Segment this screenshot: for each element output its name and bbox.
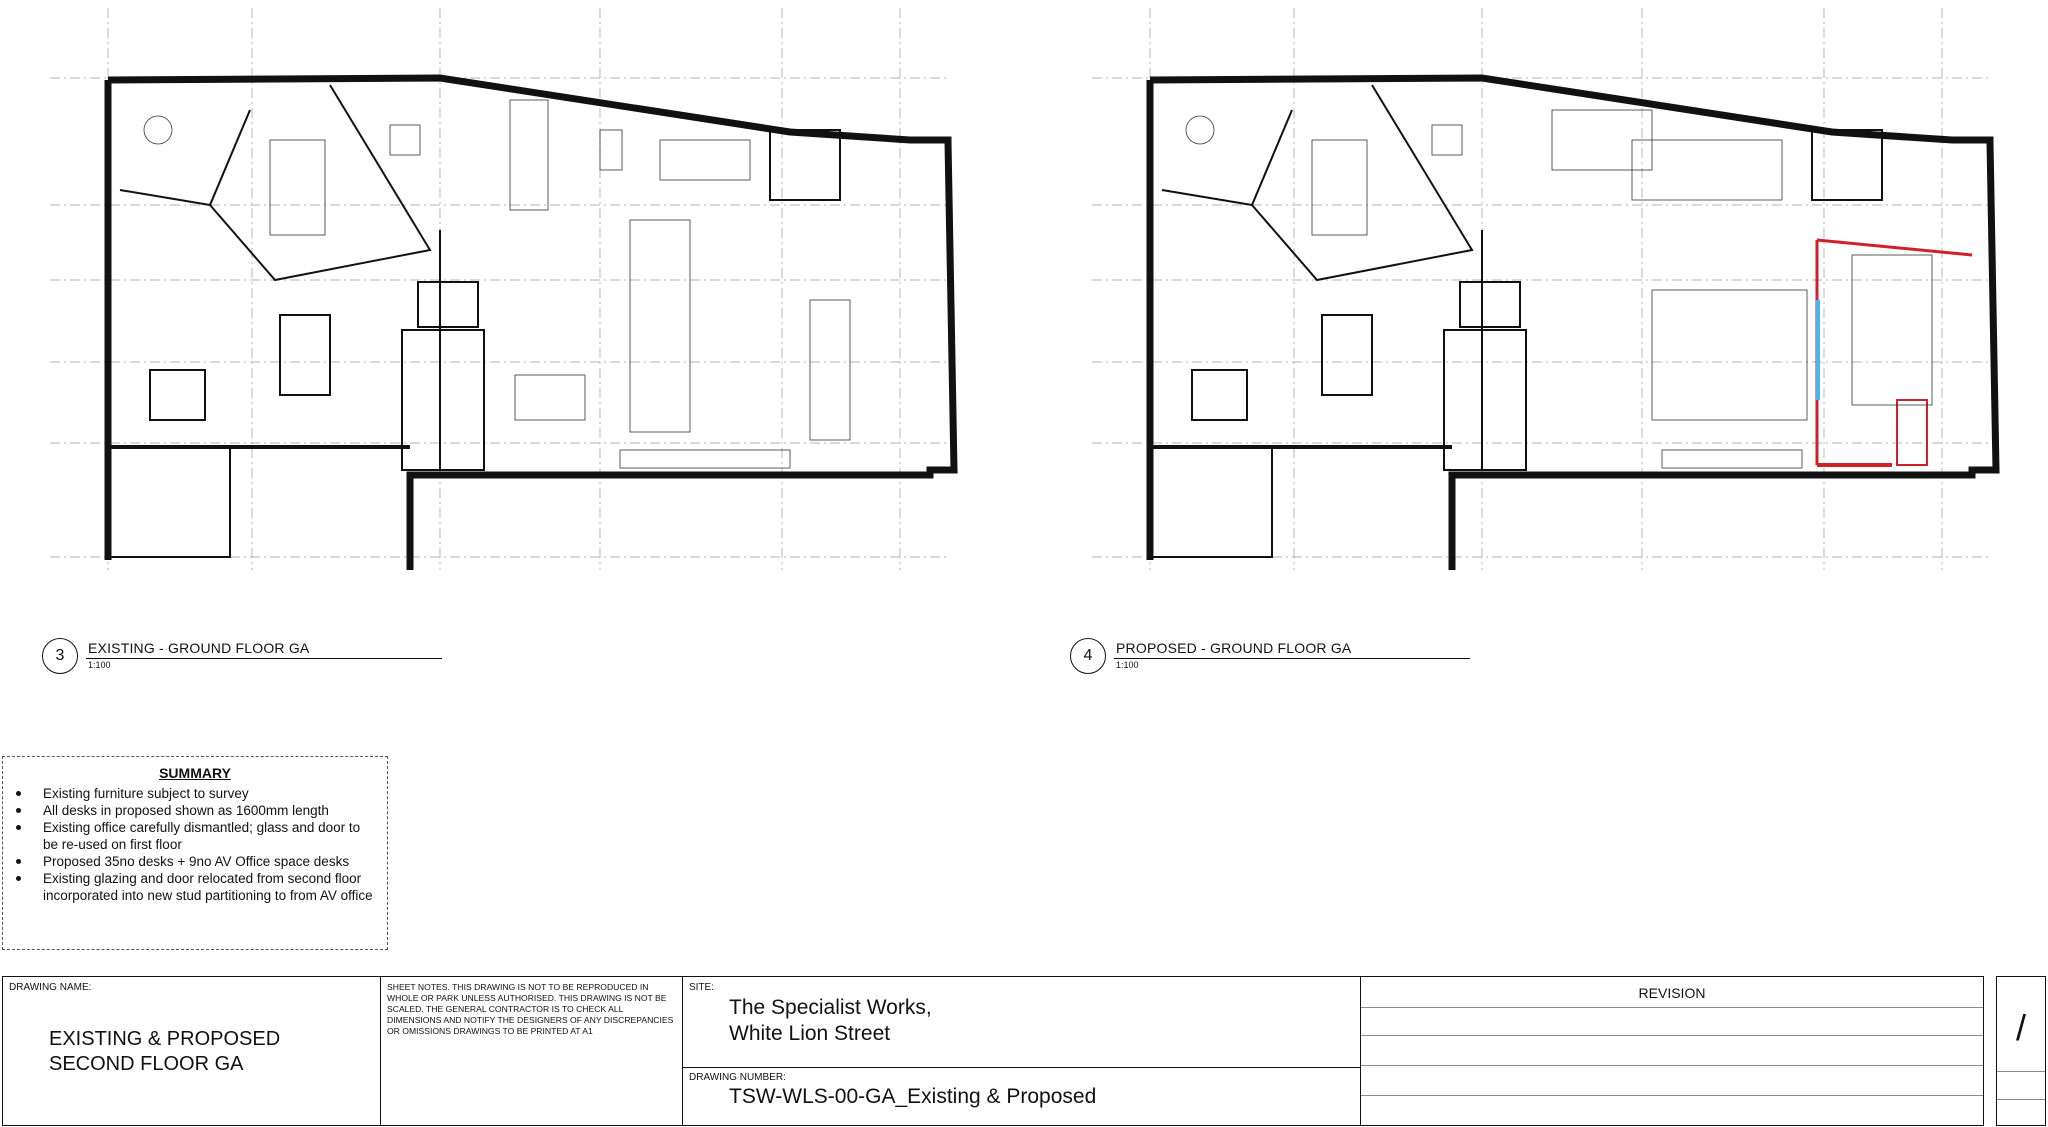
view-label-proposed: 4 PROPOSED - GROUND FLOOR GA 1:100 <box>1070 636 1510 676</box>
summary-item: All desks in proposed shown as 1600mm le… <box>16 802 377 819</box>
site-label: SITE: <box>689 982 715 993</box>
view-scale: 1:100 <box>88 660 111 670</box>
view-title-rule <box>86 658 442 659</box>
view-number: 3 <box>42 638 78 674</box>
view-number: 4 <box>1070 638 1106 674</box>
proposed-new-partitions <box>1815 238 1973 467</box>
internal-walls <box>1151 84 1883 558</box>
sheet-mark: / <box>2015 1007 2026 1048</box>
revision-row-line <box>1361 1035 1983 1036</box>
furniture <box>1185 109 1933 469</box>
view-title: PROPOSED - GROUND FLOOR GA <box>1116 640 1352 656</box>
site-name: The Specialist Works, White Lion Street <box>729 995 932 1047</box>
drawing-name-line2: SECOND FLOOR GA <box>49 1053 244 1075</box>
existing-plan-drawing <box>50 8 958 570</box>
proposed-plan-drawing <box>1092 8 2000 570</box>
internal-walls <box>109 84 841 558</box>
revision-row-line <box>1361 1095 1983 1096</box>
drawing-number-divider <box>683 1067 1360 1068</box>
summary-box: SUMMARY Existing furniture subject to su… <box>2 756 388 950</box>
view-title-rule <box>1114 658 1470 659</box>
external-walls <box>1146 74 2000 570</box>
site-cell: SITE: The Specialist Works, White Lion S… <box>683 977 1361 1125</box>
sheet-row-line <box>1997 1071 2045 1072</box>
view-title: EXISTING - GROUND FLOOR GA <box>88 640 310 656</box>
drawing-number: TSW-WLS-00-GA_Existing & Proposed <box>729 1085 1097 1108</box>
sheet-notes: SHEET NOTES. THIS DRAWING IS NOT TO BE R… <box>387 982 674 1036</box>
site-line2: White Lion Street <box>729 1022 891 1045</box>
revision-cell: REVISION <box>1361 977 1983 1125</box>
drawing-name-label: DRAWING NAME: <box>9 982 92 993</box>
summary-item: Existing furniture subject to survey <box>16 785 377 802</box>
revision-label: REVISION <box>1638 985 1706 1001</box>
proposed-floor-plan <box>1072 0 2012 590</box>
view-scale: 1:100 <box>1116 660 1139 670</box>
revision-row-line <box>1361 1065 1983 1066</box>
drawing-number-label: DRAWING NUMBER: <box>689 1072 786 1083</box>
drawing-name-line1: EXISTING & PROPOSED <box>49 1028 281 1050</box>
grid-lines <box>50 8 950 570</box>
grid-lines <box>1092 8 1992 570</box>
view-label-existing: 3 EXISTING - GROUND FLOOR GA 1:100 <box>42 636 482 676</box>
summary-item: Existing glazing and door relocated from… <box>16 870 377 904</box>
summary-list: Existing furniture subject to survey All… <box>13 785 377 904</box>
sheet-row-line <box>1997 1099 2045 1100</box>
sheet-notes-cell: SHEET NOTES. THIS DRAWING IS NOT TO BE R… <box>381 977 683 1125</box>
site-line1: The Specialist Works, <box>729 996 932 1019</box>
revision-row-line <box>1361 1007 1983 1008</box>
drawing-name: EXISTING & PROPOSED SECOND FLOOR GA <box>49 1027 280 1077</box>
summary-item: Existing office carefully dismantled; gl… <box>16 819 377 853</box>
drawing-name-cell: DRAWING NAME: EXISTING & PROPOSED SECOND… <box>3 977 381 1125</box>
summary-item: Proposed 35no desks + 9no AV Office spac… <box>16 853 377 870</box>
existing-floor-plan <box>30 0 970 590</box>
summary-heading: SUMMARY <box>159 765 231 781</box>
title-block: DRAWING NAME: EXISTING & PROPOSED SECOND… <box>2 976 1984 1126</box>
sheet-number-box: / <box>1996 976 2046 1126</box>
external-walls <box>104 74 958 570</box>
furniture <box>143 99 851 469</box>
